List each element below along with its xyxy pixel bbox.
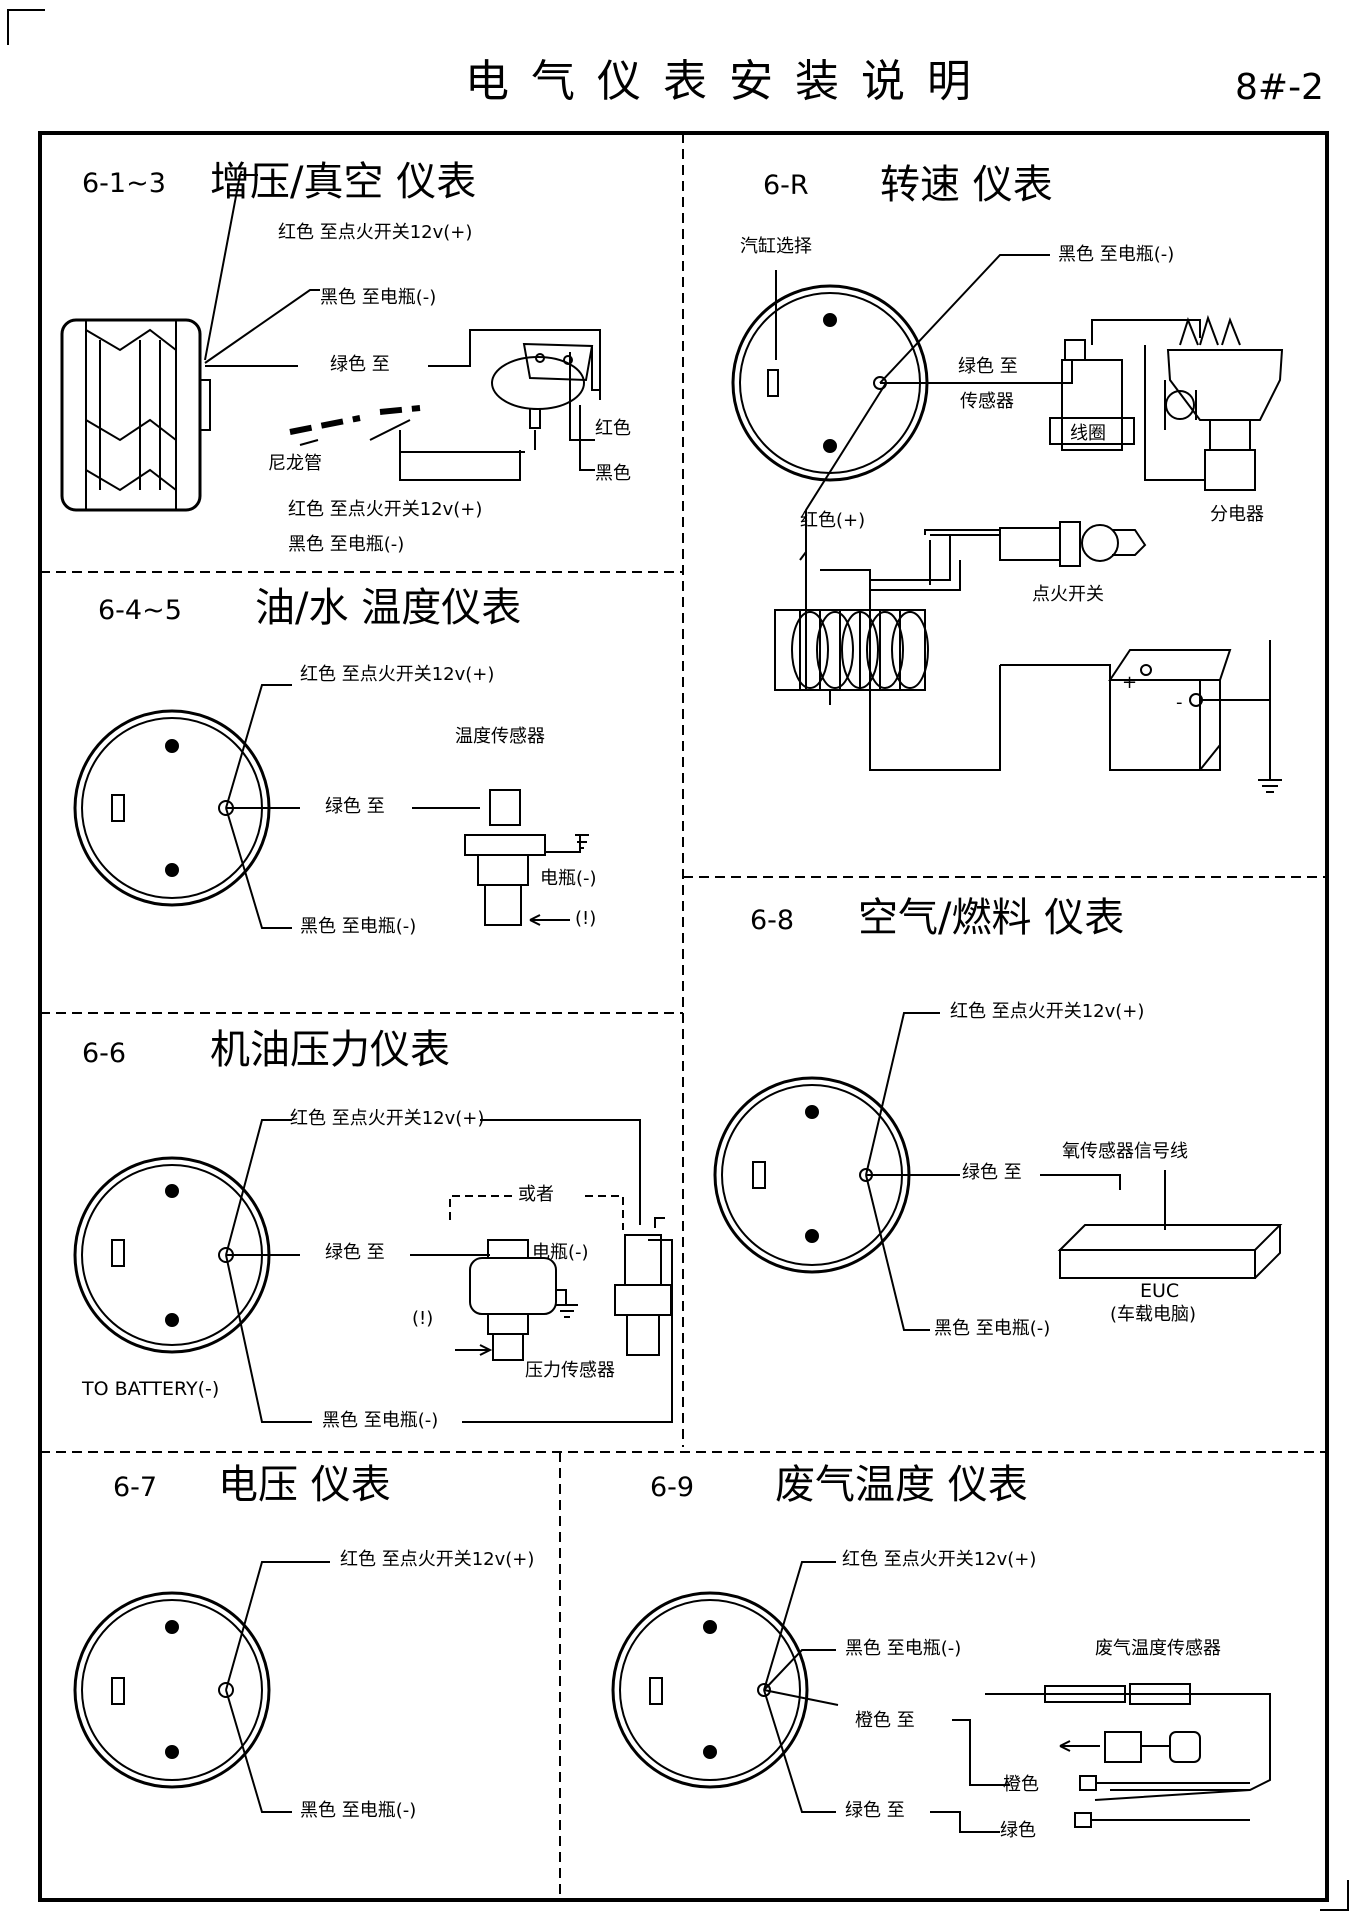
label-afr-green: 绿色 至	[962, 1162, 1022, 1183]
section-number-afr: 6-8	[750, 905, 795, 936]
label-coil: 线圈	[1070, 423, 1106, 444]
label-egt-green-short: 绿色	[1000, 1820, 1036, 1841]
label-red-short: 红色	[595, 418, 631, 439]
label-black-short: 黑色	[595, 463, 631, 484]
label-afr-black: 黑色 至电瓶(-)	[934, 1318, 1051, 1339]
label-green-wire: 绿色 至	[330, 354, 390, 375]
label-battery-plus: +	[1122, 672, 1138, 693]
label-ignition-switch: 点火开关	[1032, 584, 1104, 605]
label-temp-sensor: 温度传感器	[455, 726, 545, 747]
label-temp-battery: 电瓶(-)	[540, 868, 597, 889]
label-o2-signal: 氧传感器信号线	[1062, 1141, 1188, 1162]
label-cylinder-select: 汽缸选择	[740, 236, 812, 257]
section-number-temp: 6-4~5	[98, 595, 182, 626]
label-oil-black: 黑色 至电瓶(-)	[322, 1410, 439, 1431]
temp-gauge	[73, 684, 589, 929]
label-tach-black: 黑色 至电瓶(-)	[1058, 244, 1175, 265]
label-temp-red: 红色 至点火开关12v(+)	[300, 664, 495, 685]
section-title-boost: 增压/真空 仪表	[210, 159, 477, 205]
label-egt-red: 红色 至点火开关12v(+)	[842, 1549, 1037, 1570]
label-egt-orange: 橙色 至	[855, 1710, 915, 1731]
label-volt-red: 红色 至点火开关12v(+)	[340, 1549, 535, 1570]
label-egt-sensor: 废气温度传感器	[1095, 1638, 1221, 1659]
label-tach-sensor: 传感器	[960, 391, 1014, 412]
label-afr-red: 红色 至点火开关12v(+)	[950, 1001, 1145, 1022]
boost-gauge-sideview	[60, 174, 601, 512]
section-title-egt: 废气温度 仪表	[775, 1462, 1028, 1508]
label-oil-or: 或者	[518, 1184, 554, 1205]
label-temp-warning: (!)	[575, 908, 597, 929]
label-tach-green: 绿色 至	[958, 356, 1018, 377]
label-oil-green: 绿色 至	[325, 1242, 385, 1263]
section-number-tach: 6-R	[763, 170, 809, 201]
tach-gauge	[731, 254, 1284, 793]
label-oil-red: 红色 至点火开关12v(+)	[290, 1108, 485, 1129]
label-temp-black: 黑色 至电瓶(-)	[300, 916, 417, 937]
label-oil-battery: 电瓶(-)	[532, 1242, 589, 1263]
label-euc: EUC	[1140, 1280, 1180, 1302]
page-title: 电气仪表安装说明	[465, 56, 993, 107]
oil-pressure-gauge	[73, 1119, 673, 1423]
label-black-wire: 黑色 至电瓶(-)	[320, 287, 437, 308]
label-to-battery: TO BATTERY(-)	[82, 1378, 220, 1400]
label-distributor: 分电器	[1210, 504, 1264, 525]
label-red-wire-2: 红色 至点火开关12v(+)	[288, 499, 483, 520]
label-egt-black: 黑色 至电瓶(-)	[845, 1638, 962, 1659]
label-egt-green: 绿色 至	[845, 1800, 905, 1821]
label-battery-minus: -	[1176, 692, 1183, 713]
label-nylon-tube: 尼龙管	[268, 453, 322, 474]
label-euc-cn: (车载电脑)	[1110, 1304, 1197, 1325]
label-black-wire-2: 黑色 至电瓶(-)	[288, 534, 405, 555]
label-egt-orange-short: 橙色	[1003, 1774, 1039, 1795]
page-number: 8#-2	[1235, 67, 1324, 108]
label-temp-green: 绿色 至	[325, 796, 385, 817]
label-oil-warning: (!)	[412, 1308, 434, 1329]
voltage-gauge	[73, 1561, 330, 1813]
section-title-temp: 油/水 温度仪表	[255, 585, 522, 631]
section-number-egt: 6-9	[650, 1472, 695, 1503]
label-red-wire: 红色 至点火开关12v(+)	[278, 222, 473, 243]
section-title-oil: 机油压力仪表	[210, 1027, 450, 1073]
section-title-volt: 电压 仪表	[218, 1462, 391, 1508]
label-tach-red: 红色(+)	[800, 510, 866, 531]
section-number-oil: 6-6	[82, 1038, 127, 1069]
egt-gauge	[611, 1561, 1271, 1833]
label-volt-black: 黑色 至电瓶(-)	[300, 1800, 417, 1821]
section-title-afr: 空气/燃料 仪表	[858, 895, 1125, 941]
section-number-boost: 6-1~3	[82, 168, 166, 199]
label-oil-sensor: 压力传感器	[525, 1360, 615, 1381]
section-title-tach: 转速 仪表	[880, 162, 1053, 208]
air-fuel-gauge	[713, 1012, 1283, 1331]
section-number-volt: 6-7	[113, 1472, 158, 1503]
